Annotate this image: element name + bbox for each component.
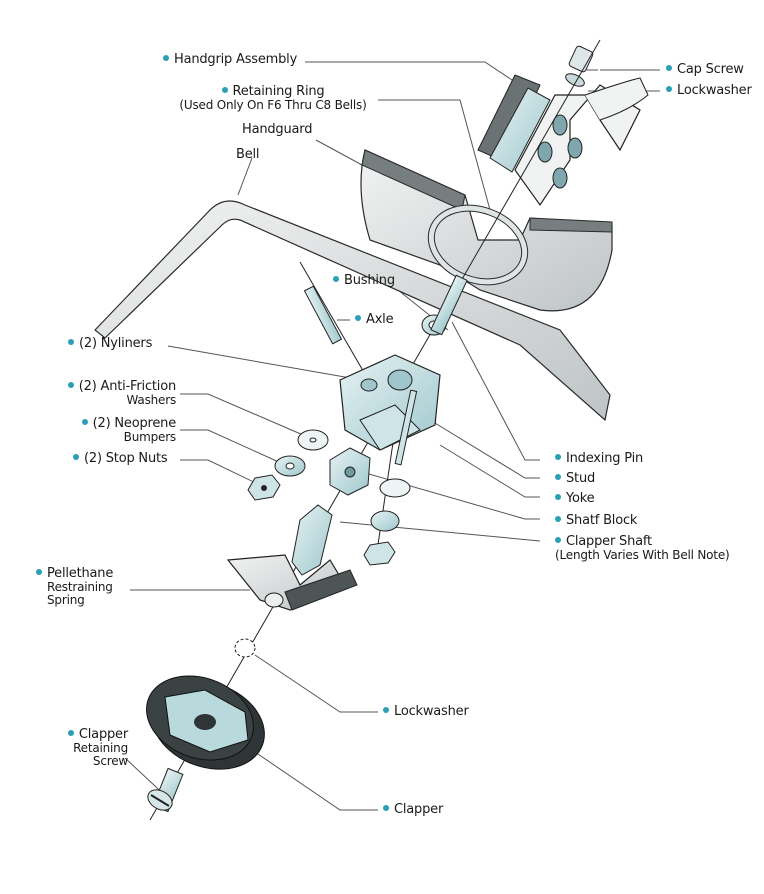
label-anti-friction-washers: (2) Anti-Friction Washers — [50, 380, 176, 407]
bullet-icon — [67, 382, 74, 388]
label-handgrip-assembly: Handgrip Assembly — [163, 53, 297, 67]
pellethane-spring — [226, 554, 358, 611]
label-cap-screw: Cap Screw — [666, 63, 744, 77]
bullet-icon — [67, 730, 74, 736]
cap-screw — [565, 45, 594, 87]
anti-friction-washer — [297, 429, 329, 451]
neoprene-bumper — [274, 455, 306, 477]
bullet-icon — [68, 339, 74, 345]
bell-arm — [94, 200, 611, 422]
label-clapper-retaining-screw: Clapper Retaining Screw — [40, 728, 128, 768]
neoprene-bumper-right — [370, 510, 400, 532]
label-clapper-shaft: Clapper Shaft (Length Varies With Bell N… — [555, 534, 730, 562]
stop-nut-right — [363, 541, 396, 566]
bullet-icon — [383, 805, 389, 811]
label-lockwasher-bottom: Lockwasher — [383, 705, 469, 719]
label-stud: Stud — [555, 472, 595, 486]
bullet-icon — [333, 276, 339, 282]
anti-friction-washer-right — [379, 478, 411, 498]
label-nyliners: (2) Nyliners — [68, 337, 152, 351]
bullet-icon — [163, 55, 169, 61]
label-retaining-ring: Retaining Ring (Used Only On F6 Thru C8 … — [179, 84, 367, 112]
label-neoprene-bumpers: (2) Neoprene Bumpers — [60, 417, 176, 444]
bullet-icon — [555, 454, 561, 460]
label-pellethane-spring: Pellethane Restraining Spring — [36, 567, 113, 607]
bullet-icon — [73, 454, 79, 460]
label-bell: Bell — [236, 147, 260, 162]
bullet-icon — [355, 315, 361, 321]
bullet-icon — [81, 419, 88, 425]
handgrip-assembly — [477, 74, 649, 207]
clapper-shaft — [291, 504, 333, 576]
bullet-icon — [383, 707, 389, 713]
bullet-icon — [221, 87, 228, 93]
bullet-icon — [555, 474, 561, 480]
label-shaft-block: Shatf Block — [555, 514, 637, 528]
bullet-icon — [555, 494, 561, 500]
bullet-icon — [666, 86, 672, 92]
bullet-icon — [555, 537, 561, 543]
label-lockwasher-top: Lockwasher — [666, 84, 752, 98]
stop-nut — [247, 474, 281, 501]
label-clapper: Clapper — [383, 803, 443, 817]
axle — [303, 285, 343, 345]
label-stop-nuts: (2) Stop Nuts — [73, 452, 168, 466]
label-handguard: Handguard — [242, 122, 313, 137]
stud — [394, 389, 418, 466]
clapper — [146, 675, 265, 770]
lockwasher-bottom — [234, 638, 256, 658]
label-bushing: Bushing — [333, 274, 395, 288]
label-axle: Axle — [355, 313, 394, 327]
clapper-retaining-screw — [147, 767, 184, 813]
yoke — [339, 354, 441, 451]
bullet-icon — [666, 65, 672, 71]
shaft-block — [329, 447, 371, 496]
label-indexing-pin: Indexing Pin — [555, 452, 643, 466]
label-yoke: Yoke — [555, 492, 595, 506]
bullet-icon — [36, 569, 42, 575]
bullet-icon — [555, 516, 561, 522]
